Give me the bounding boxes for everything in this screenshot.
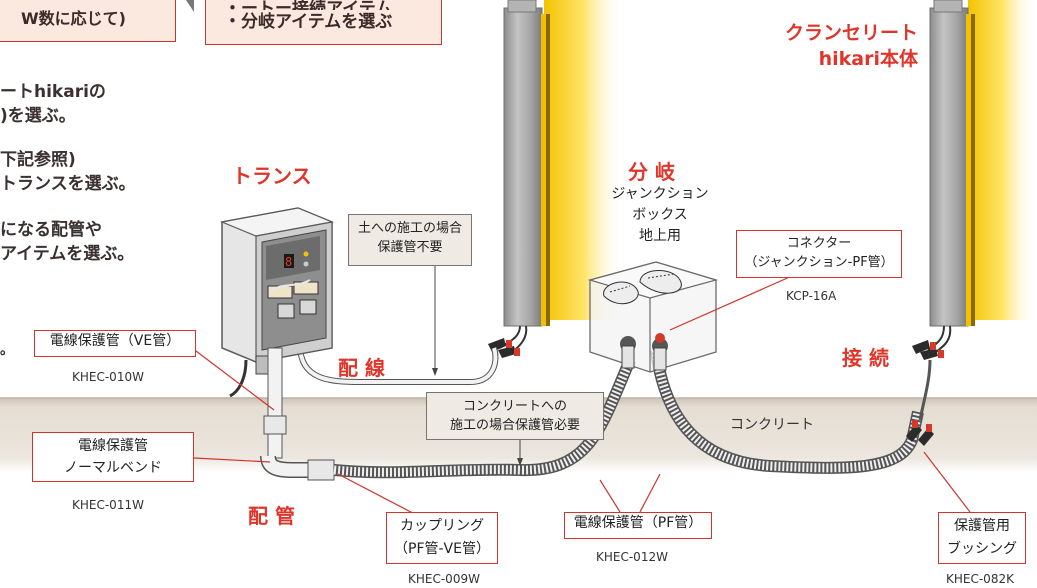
junction-line-2: ボックス xyxy=(632,207,688,223)
soil-wire xyxy=(297,344,499,385)
label-concrete: コンクリート xyxy=(730,417,814,433)
step-box-top-left-text: W数に応じて) xyxy=(21,9,126,28)
step-list-3: になる配管や アイテムを選ぶ。 xyxy=(0,218,134,266)
label-connection: 接 続 xyxy=(842,346,889,370)
step-list: ートhikariの )を選ぶ。 xyxy=(0,80,106,128)
code-ve-pipe: KHEC-010W xyxy=(72,370,144,384)
light-pole-left xyxy=(503,0,624,327)
step-list-2: 下記参照) トランスを選ぶ。 xyxy=(0,148,136,196)
bushing-connectors xyxy=(906,420,934,446)
step-box-top-right: ・ートー接続アイテム ・分岐アイテムを選ぶ xyxy=(205,0,442,45)
step-line-2: )を選ぶ。 xyxy=(0,106,76,126)
step-box-line-1: ・ートー接続アイテム xyxy=(224,0,393,10)
junction-box-label: ジャンクション ボックス 地上用 xyxy=(598,184,722,247)
label-branch: 分 岐 xyxy=(628,160,675,184)
label-wiring: 配 線 xyxy=(338,356,385,380)
product-label: クランセリート hikari本体 xyxy=(758,20,918,72)
code-pf-pipe: KHEC-012W xyxy=(596,550,668,564)
junction-box xyxy=(587,261,719,373)
step-line-6: アイテムを選ぶ。 xyxy=(0,244,135,264)
transformer-box: 8 xyxy=(219,207,335,375)
code-connector: KCP-16A xyxy=(786,289,837,303)
step-box-line-2: ・分岐アイテムを選ぶ xyxy=(224,12,393,32)
step-box-top-left: W数に応じて) xyxy=(0,0,176,42)
coupling-line-1: カップリング xyxy=(400,518,484,534)
code-bushing: KHEC-082K xyxy=(946,572,1014,586)
part-coupling: カップリング （PF管-VE管） xyxy=(386,512,498,564)
connector-line-2: （ジャンクション-PF管） xyxy=(744,255,894,270)
note-soil-line-1: 土への施工の場合 xyxy=(357,221,462,236)
part-ve-pipe: 電線保護管（VE管） xyxy=(34,330,196,357)
note-concrete-line-1: コンクリートへの xyxy=(462,399,567,414)
code-normal-bend: KHEC-011W xyxy=(72,498,144,512)
junction-line-1: ジャンクション xyxy=(611,186,709,202)
label-transformer: トランス xyxy=(232,164,312,188)
product-name-line-2: hikari本体 xyxy=(818,48,918,70)
normal-bend-line-2: ノーマルベンド xyxy=(64,460,162,476)
coupling-line-2: （PF管-VE管） xyxy=(394,541,490,557)
step-line-3: 下記参照) xyxy=(0,150,76,170)
light-pole-right xyxy=(929,0,1037,327)
connector-right xyxy=(912,340,944,360)
code-coupling: KHEC-009W xyxy=(408,572,480,586)
ve-pipe xyxy=(260,347,335,481)
display-digit: 8 xyxy=(285,255,292,269)
label-piping: 配 管 xyxy=(248,504,295,528)
junction-line-3: 地上用 xyxy=(639,228,681,244)
normal-bend-line-1: 電線保護管 xyxy=(78,438,148,454)
note-leaders xyxy=(434,264,521,462)
note-soil-line-2: 保護管不要 xyxy=(377,240,443,255)
product-name-line-1: クランセリート xyxy=(784,22,918,44)
part-normal-bend: 電線保護管 ノーマルベンド xyxy=(32,432,194,482)
step-line-7: 。 xyxy=(0,342,14,358)
note-soil: 土への施工の場合 保護管不要 xyxy=(348,214,472,266)
pf-pipe xyxy=(333,349,924,479)
step-line-5: になる配管や xyxy=(0,220,102,240)
part-connector: コネクター （ジャンクション-PF管） xyxy=(736,230,902,278)
bushing-line-1: 保護管用 xyxy=(954,518,1010,534)
note-concrete-line-2: 施工の場合保護管必要 xyxy=(449,418,580,433)
step-line-1: ートhikariの xyxy=(0,82,106,102)
connector-line-1: コネクター xyxy=(786,236,852,251)
bushing-line-2: ブッシング xyxy=(947,541,1017,557)
step-line-4: トランスを選ぶ。 xyxy=(0,174,136,194)
note-concrete: コンクリートへの 施工の場合保護管必要 xyxy=(426,392,604,440)
part-pf-pipe: 電線保護管（PF管） xyxy=(564,512,712,539)
part-bushing: 保護管用 ブッシング xyxy=(938,512,1026,564)
